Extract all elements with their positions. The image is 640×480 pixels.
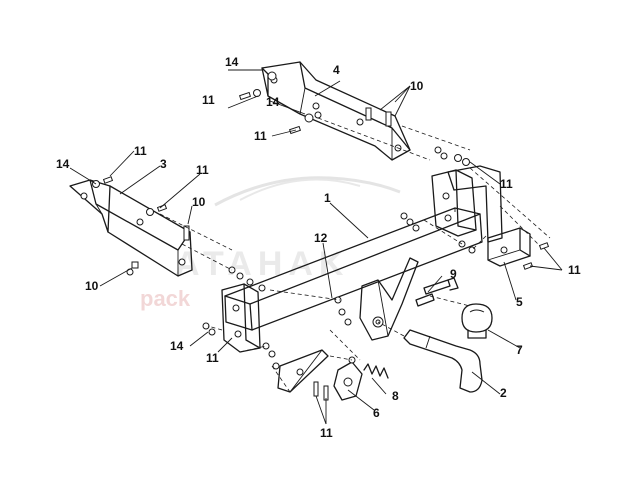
part-socket-plate — [333, 361, 363, 401]
callout-11-right-b: 11 — [568, 263, 581, 277]
callout-10-top: 10 — [410, 79, 424, 93]
callout-14-left: 14 — [56, 157, 70, 171]
part-8-spring — [363, 363, 389, 379]
callout-11-left-a: 11 — [134, 144, 147, 158]
callout-14-top: 14 — [225, 55, 239, 69]
callout-2: 2 — [500, 386, 507, 400]
callout-4: 4 — [333, 63, 340, 77]
callout-10-bottom-left: 10 — [85, 279, 99, 293]
callout-11-top: 11 — [202, 93, 215, 107]
watermark-brand-text: ATAHAK — [175, 245, 350, 283]
leader-lines — [69, 69, 563, 425]
watermark: ATAHAK pack — [140, 176, 401, 311]
part-5-right-bracket — [487, 227, 531, 267]
callout-7: 7 — [516, 343, 523, 357]
callout-6: 6 — [373, 406, 380, 420]
callout-1: 1 — [324, 191, 331, 205]
part-6-lower-plate — [277, 349, 329, 393]
callout-11-bottom-left: 11 — [206, 351, 219, 365]
part-1-main-crossbeam — [221, 165, 503, 353]
part-2-towball-neck — [403, 329, 483, 393]
callout-11-left-b: 11 — [196, 163, 209, 177]
callout-labels: 1 2 3 4 5 6 7 8 9 10 10 10 11 11 11 11 1… — [56, 55, 581, 440]
assembly-lines — [159, 117, 551, 393]
callout-8: 8 — [392, 389, 399, 403]
callout-14-upper: 14 — [266, 95, 280, 109]
part-9-long-bolt — [415, 277, 459, 307]
part-7-tow-ball — [461, 303, 493, 339]
callout-5: 5 — [516, 295, 523, 309]
watermark-sub-text: pack — [140, 286, 191, 311]
fasteners — [92, 71, 550, 401]
callout-11-upper: 11 — [254, 129, 267, 143]
watermark-car-silhouette — [214, 176, 401, 207]
callout-12: 12 — [314, 231, 328, 245]
part-3-left-bracket — [69, 179, 193, 277]
part-10-bolts — [131, 107, 392, 269]
callout-11-bottom: 11 — [320, 426, 333, 440]
callout-10-left: 10 — [192, 195, 206, 209]
callout-9: 9 — [450, 267, 457, 281]
callout-14-bottom-left: 14 — [170, 339, 184, 353]
callout-3: 3 — [160, 157, 167, 171]
callout-11-right-a: 11 — [500, 177, 513, 191]
